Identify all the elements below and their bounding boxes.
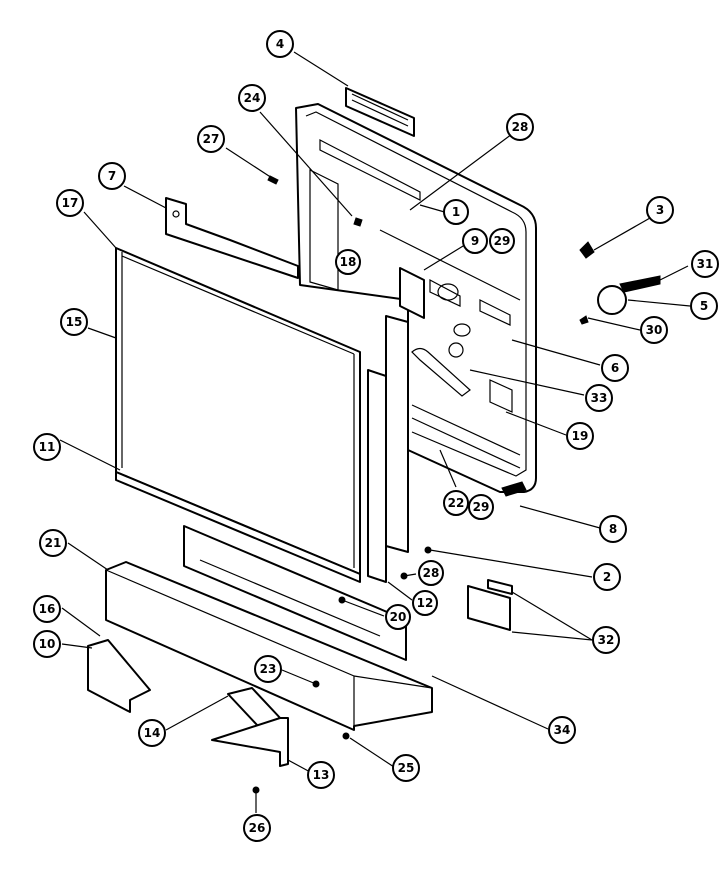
callout: 22 [443,490,469,516]
callout: 15 [60,308,88,336]
callout: 4 [266,30,294,58]
svg-text:29: 29 [494,234,511,248]
svg-text:6: 6 [611,361,619,375]
svg-text:33: 33 [591,391,608,405]
vent-part-4 [345,87,415,137]
callout: 29 [468,494,494,520]
svg-text:11: 11 [39,440,56,454]
callout: 28 [506,113,534,141]
callout: 14 [138,719,166,747]
kickplate-part-21 [105,561,433,731]
callout: 2 [593,563,621,591]
leader-lines [59,51,691,813]
svg-text:23: 23 [260,662,277,676]
svg-text:29: 29 [473,500,490,514]
svg-text:9: 9 [471,234,479,248]
svg-text:31: 31 [697,257,714,271]
svg-text:12: 12 [417,596,434,610]
side-strip-part-12 [367,369,387,583]
callout: 3 [646,196,674,224]
callout: 6 [601,354,629,382]
svg-text:32: 32 [598,633,615,647]
svg-text:30: 30 [646,323,663,337]
callout: 12 [412,590,438,616]
callout: 1 [443,199,469,225]
svg-text:27: 27 [203,132,220,146]
callout: 30 [640,316,668,344]
svg-text:3: 3 [656,203,664,217]
callout: 25 [392,754,420,782]
svg-text:5: 5 [700,299,708,313]
bottom-trim-part-11 [115,471,361,583]
callout: 8 [599,515,627,543]
vertical-channel [385,315,409,553]
bracket-part-7 [165,197,299,279]
callout: 17 [56,189,84,217]
svg-text:18: 18 [340,255,357,269]
svg-text:10: 10 [39,637,56,651]
svg-text:16: 16 [39,602,56,616]
svg-text:17: 17 [62,196,79,210]
callout: 13 [307,761,335,789]
callout: 24 [238,84,266,112]
svg-text:26: 26 [249,821,266,835]
svg-text:28: 28 [512,120,529,134]
callout: 10 [33,630,61,658]
bracket-part-13 [211,717,289,767]
svg-text:7: 7 [108,169,116,183]
svg-text:15: 15 [66,315,83,329]
svg-text:28: 28 [423,566,440,580]
callout: 18 [335,249,361,275]
svg-text:8: 8 [609,522,617,536]
callout: 7 [98,162,126,190]
callout: 21 [39,529,67,557]
svg-text:19: 19 [572,429,589,443]
callout: 26 [243,814,271,842]
callout: 23 [254,655,282,683]
inner-door-panel [295,103,537,497]
callout: 19 [566,422,594,450]
svg-text:13: 13 [313,768,330,782]
insulation-parts-10-16 [87,639,151,713]
cover-part-32 [467,579,513,631]
svg-text:24: 24 [244,91,261,105]
callout: 33 [585,384,613,412]
svg-text:21: 21 [45,536,62,550]
svg-text:4: 4 [276,37,284,51]
callout: 34 [548,716,576,744]
callout: 11 [33,433,61,461]
svg-text:34: 34 [554,723,571,737]
svg-text:14: 14 [144,726,161,740]
svg-text:2: 2 [603,570,611,584]
callout: 27 [197,125,225,153]
callout: 29 [489,228,515,254]
callout: 31 [691,250,719,278]
svg-text:1: 1 [452,205,460,219]
callout: 28 [418,560,444,586]
callout: 16 [33,595,61,623]
callout: 32 [592,626,620,654]
callout: 9 [462,228,488,254]
svg-text:25: 25 [398,761,415,775]
access-panel-part-20 [183,525,407,661]
svg-text:22: 22 [448,496,465,510]
callout: 20 [385,604,411,630]
callout: 5 [690,292,718,320]
svg-text:20: 20 [390,610,407,624]
